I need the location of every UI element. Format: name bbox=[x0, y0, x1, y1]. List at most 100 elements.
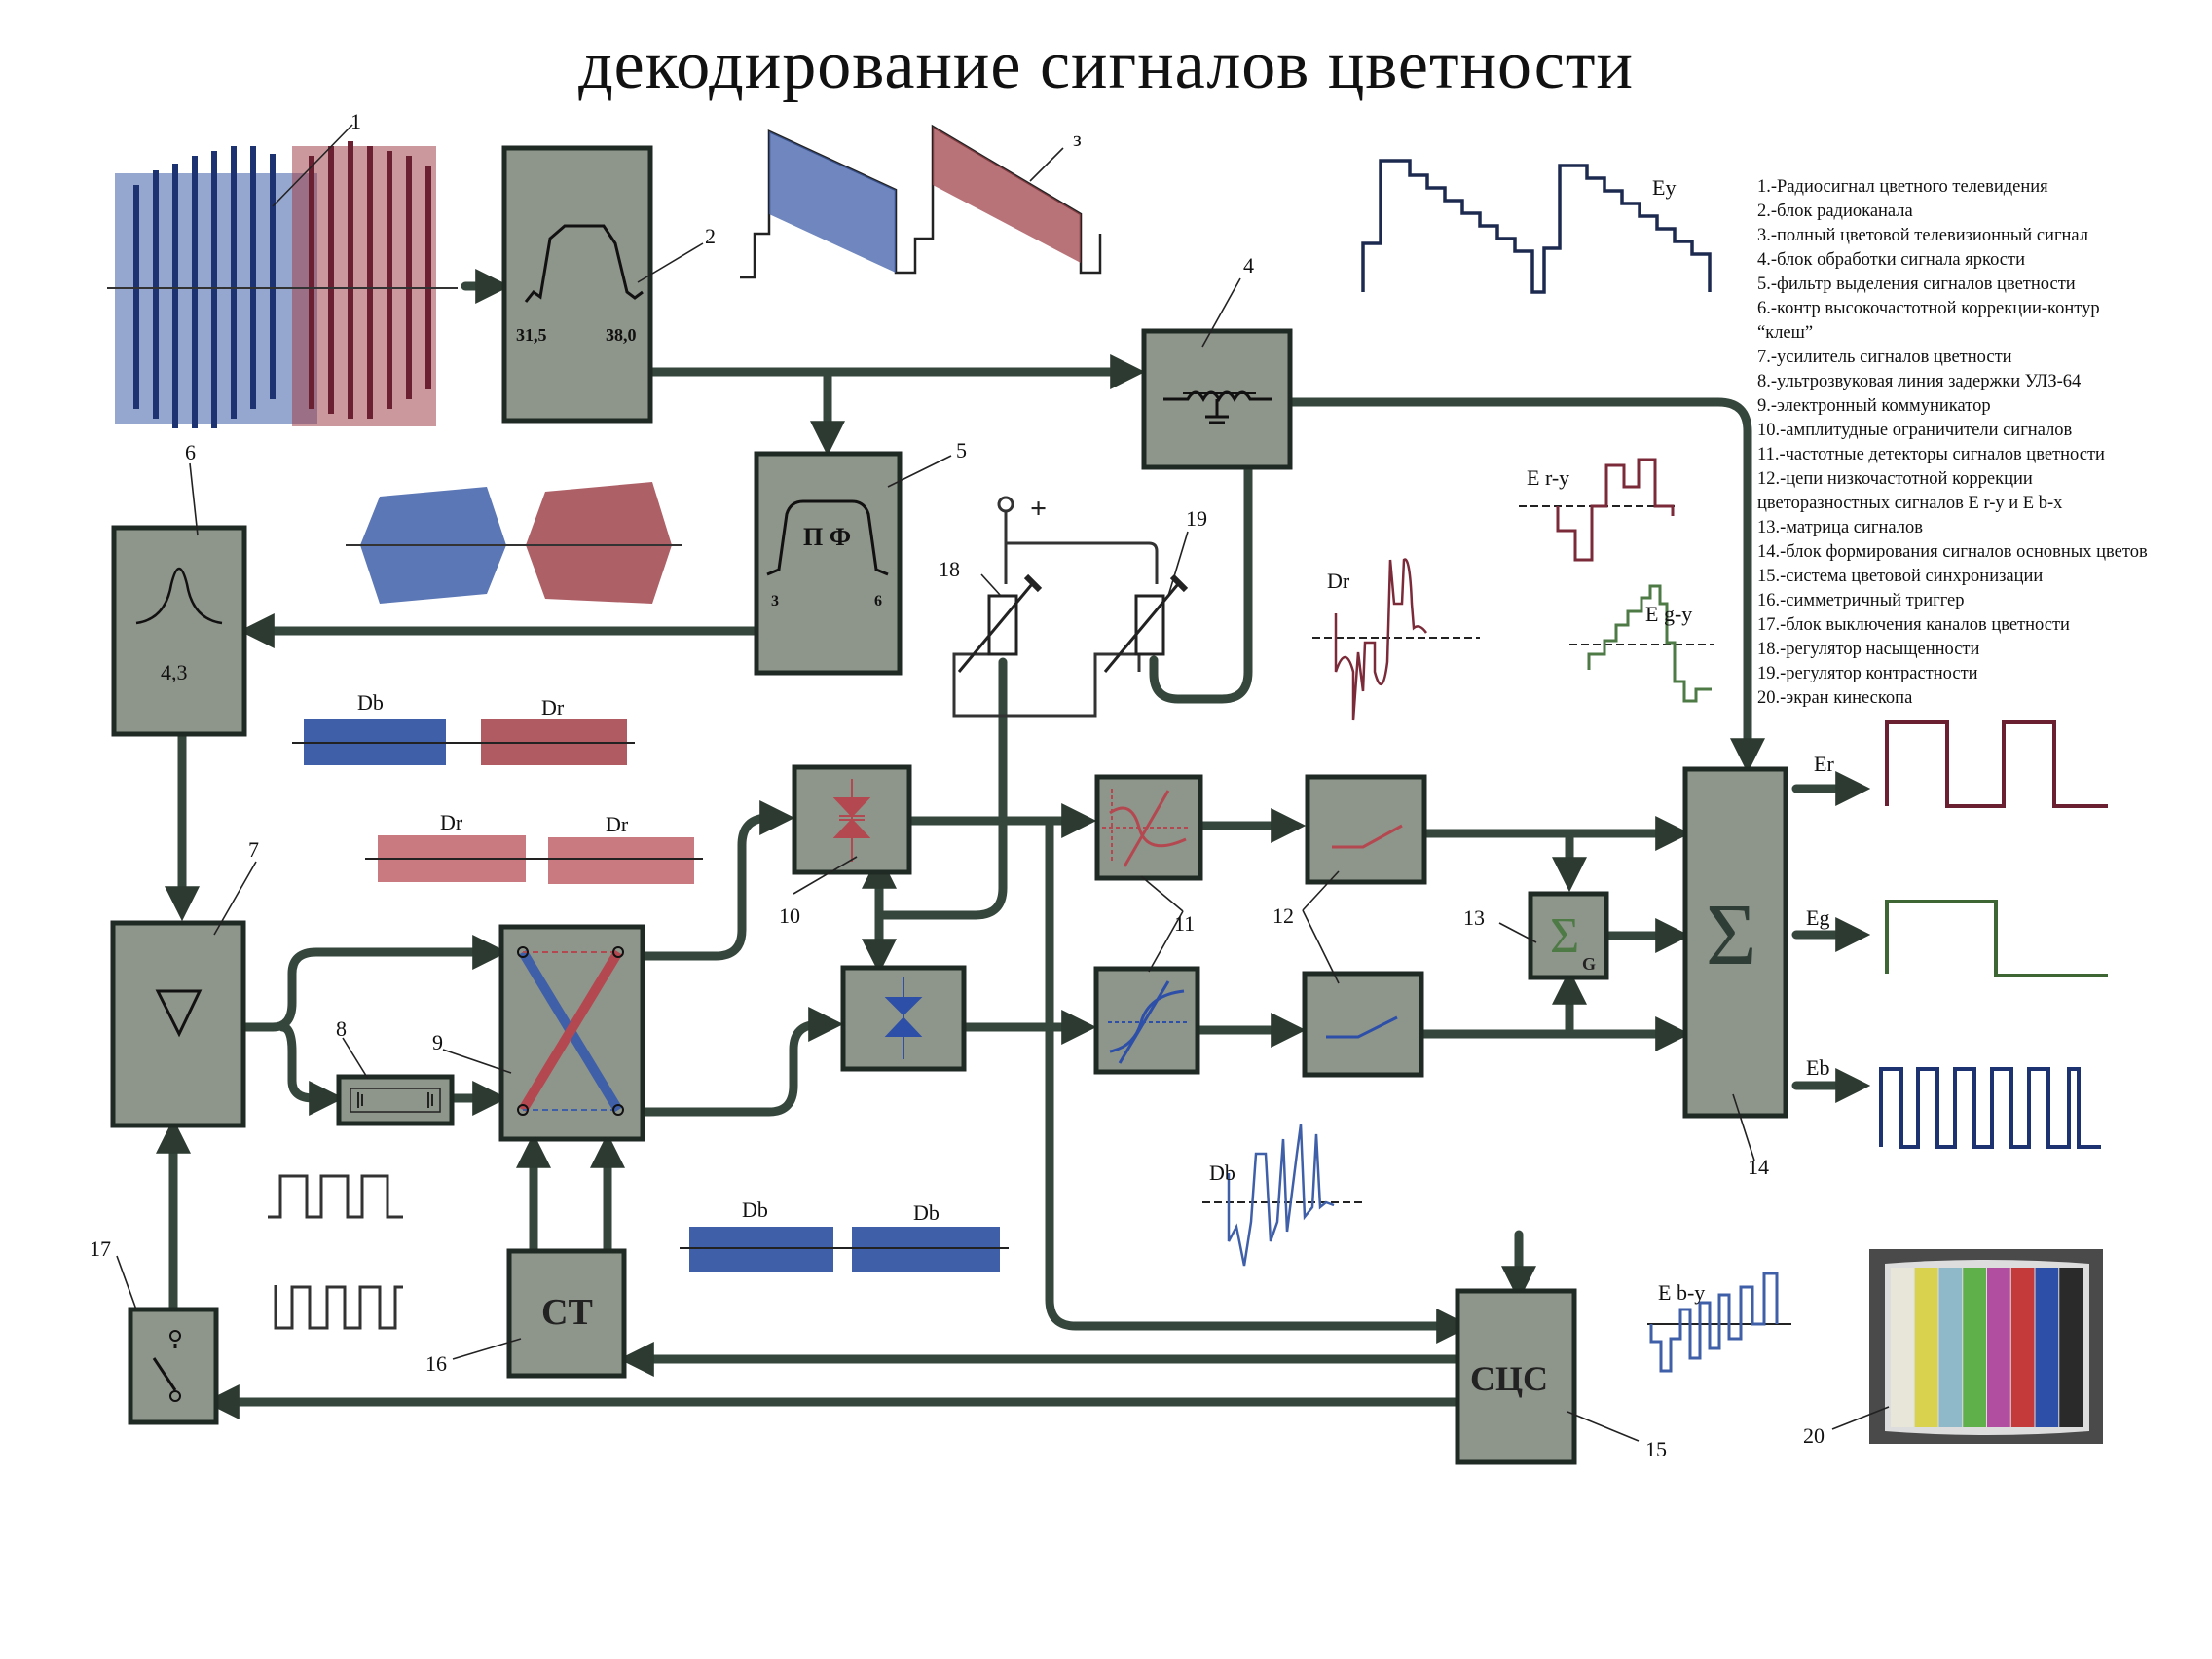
trigger-block: СТ bbox=[506, 1248, 627, 1379]
number-label: з bbox=[1073, 127, 1082, 151]
legend-item: цветоразностных сигналов Е r-y и Е b-x bbox=[1757, 494, 2063, 513]
legend-item: 13.-матрица сигналов bbox=[1757, 518, 1923, 537]
db-label: Db bbox=[913, 1200, 940, 1225]
svg-text:G: G bbox=[1582, 954, 1596, 974]
wire-4-to-14 bbox=[1285, 397, 1765, 774]
eg-label: Eg bbox=[1806, 905, 1829, 930]
full-color-signal-illustration bbox=[740, 124, 1102, 279]
summation-block: Σ bbox=[1682, 766, 1788, 1119]
svg-text:31,5: 31,5 bbox=[516, 325, 547, 345]
number-label: 17 bbox=[90, 1236, 111, 1261]
dr-detector-label: Dr bbox=[1327, 569, 1350, 593]
legend: 1.-Радиосигнал цветного телевидения 2.-б… bbox=[1757, 175, 2212, 711]
regulator-wiring bbox=[952, 496, 1159, 718]
limiter-blue-block bbox=[840, 965, 967, 1072]
number-label: 16 bbox=[425, 1351, 447, 1376]
wire-7-to-8 bbox=[277, 1022, 345, 1116]
screen-color-bars bbox=[1891, 1268, 2083, 1427]
screen-color-bar bbox=[1938, 1268, 1963, 1427]
screen-color-bar bbox=[1891, 1268, 1914, 1427]
legend-item: 16.-симметричный триггер bbox=[1757, 591, 1965, 610]
number-label: 5 bbox=[956, 438, 967, 462]
er-label: Er bbox=[1814, 752, 1834, 776]
number-label: 7 bbox=[248, 837, 259, 862]
leader-lines bbox=[116, 124, 1890, 1442]
legend-item: 2.-блок радиоканала bbox=[1757, 202, 1913, 221]
db-detector-output bbox=[1202, 1124, 1365, 1267]
lf-correction-blue-block bbox=[1302, 971, 1424, 1078]
legend-item: 6.-контр высокочастотной коррекции-конту… bbox=[1757, 299, 2100, 318]
svg-text:Σ: Σ bbox=[1706, 887, 1756, 983]
saturation-regulator bbox=[957, 573, 1043, 673]
legend-item: 1.-Радиосигнал цветного телевидения bbox=[1757, 177, 2048, 197]
screen-color-bar bbox=[1914, 1268, 1938, 1427]
band-filter-block: П Ф 3 6 bbox=[754, 451, 903, 676]
limiter-red-block bbox=[792, 764, 912, 875]
number-label: 18 bbox=[939, 557, 960, 581]
legend-item: 19.-регулятор контрастности bbox=[1757, 664, 1978, 683]
luminance-block bbox=[1141, 328, 1293, 470]
legend-item: 15.-система цветовой синхронизации bbox=[1757, 567, 2044, 586]
number-label: 6 bbox=[185, 440, 196, 464]
eby-label: E b-y bbox=[1658, 1280, 1705, 1305]
number-label: 8 bbox=[336, 1016, 347, 1041]
eby-waveform bbox=[1647, 1272, 1791, 1373]
svg-text:6: 6 bbox=[874, 593, 882, 609]
number-label: 15 bbox=[1645, 1437, 1667, 1461]
legend-item: 9.-электронный коммуникатор bbox=[1757, 396, 1991, 416]
wire-9-to-10b bbox=[638, 1007, 844, 1117]
number-label: 14 bbox=[1748, 1155, 1769, 1179]
wires bbox=[156, 269, 1871, 1419]
delay-line-block bbox=[336, 1074, 455, 1126]
legend-item: 4.-блок обработки сигнала яркости bbox=[1757, 250, 2025, 270]
screen-color-bar bbox=[2059, 1268, 2083, 1427]
db-detector-label: Db bbox=[1209, 1161, 1235, 1185]
color-sync-block: СЦС bbox=[1455, 1288, 1577, 1465]
commutator-block bbox=[498, 924, 645, 1142]
wire-19-to-4 bbox=[1149, 462, 1253, 704]
number-label: 12 bbox=[1272, 903, 1294, 928]
radio-channel-block: 31,5 38,0 bbox=[501, 145, 653, 424]
dr-detector-output bbox=[1312, 558, 1480, 721]
dr-label: Dr bbox=[440, 810, 463, 834]
number-label: 13 bbox=[1463, 905, 1485, 930]
number-label: 2 bbox=[705, 224, 716, 248]
svg-text:4,3: 4,3 bbox=[161, 660, 188, 684]
legend-item: 20.-экран кинескопа bbox=[1757, 688, 1913, 708]
ery-waveform bbox=[1519, 458, 1675, 562]
screen-color-bar bbox=[2010, 1268, 2035, 1427]
svg-text:38,0: 38,0 bbox=[606, 325, 637, 345]
wire-7-to-9 bbox=[239, 935, 508, 1032]
egy-label: E g-y bbox=[1645, 602, 1692, 626]
legend-item: 18.-регулятор насыщенности bbox=[1757, 640, 1980, 659]
legend-item: 3.-полный цветовой телевизионный сигнал bbox=[1757, 226, 2089, 245]
db-label: Db bbox=[357, 690, 384, 715]
eb-output-waveform bbox=[1879, 1067, 2101, 1149]
number-label: 20 bbox=[1803, 1423, 1825, 1448]
legend-item: 7.-усилитель сигналов цветности bbox=[1757, 348, 2012, 367]
klesh-contour-block: 4,3 bbox=[111, 525, 247, 737]
part-numbers: 1 2 з 4 5 6 7 8 9 10 11 12 13 14 15 16 1… bbox=[90, 109, 1825, 1461]
wire-18-to-10 bbox=[874, 657, 1008, 920]
wire-9-to-10 bbox=[638, 800, 795, 961]
number-label: 1 bbox=[350, 109, 361, 133]
legend-item: 8.-ультрозвуковая линия задержки УЛЗ-64 bbox=[1757, 372, 2082, 391]
radio-signal-illustration bbox=[107, 141, 458, 428]
legend-item: 14.-блок формирования сигналов основных … bbox=[1757, 542, 2148, 562]
chroma-bursts-illustration bbox=[346, 482, 682, 604]
number-label: 10 bbox=[779, 903, 800, 928]
legend-item: 12.-цепи низкочастотной коррекции bbox=[1757, 469, 2033, 489]
eb-label: Eb bbox=[1806, 1055, 1829, 1080]
screen-color-bar bbox=[2035, 1268, 2059, 1427]
trigger-pulses bbox=[268, 1174, 403, 1330]
wire-tap-to-15 bbox=[1045, 816, 1472, 1344]
svg-text:СТ: СТ bbox=[541, 1292, 593, 1333]
legend-item: “клеш” bbox=[1757, 323, 1814, 343]
fm-detector-blue-block bbox=[1093, 966, 1200, 1075]
number-label: 4 bbox=[1243, 253, 1254, 277]
screen-color-bar bbox=[1987, 1268, 2010, 1427]
svg-text:Σ: Σ bbox=[1550, 908, 1579, 964]
svg-text:3: 3 bbox=[771, 593, 779, 609]
db-label: Db bbox=[742, 1198, 768, 1222]
